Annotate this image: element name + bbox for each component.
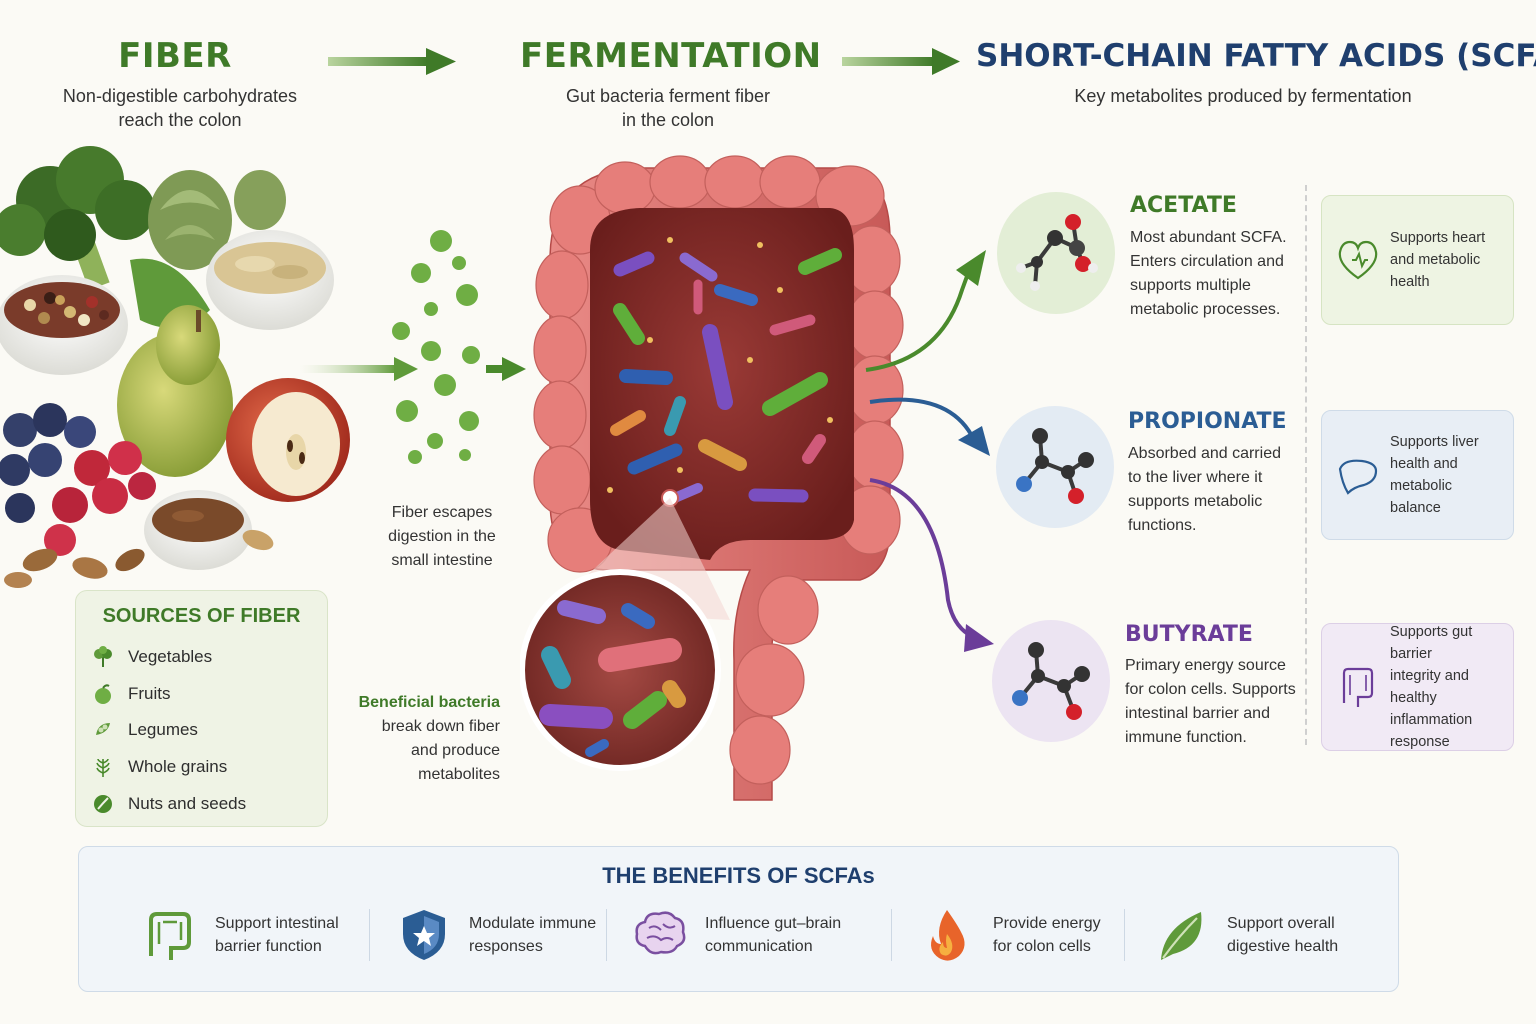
propionate-molecule [996,406,1114,528]
artichoke-icon [148,170,286,270]
fiber-escape-note: Fiber escapes digestion in the small int… [388,504,496,569]
source-item-nuts-and-seeds: Nuts and seeds [92,790,246,818]
arrow-fermentation-to-scfa [842,48,960,75]
blueberries-icon [0,403,96,523]
flame-icon [919,906,977,964]
butyrate-molecule [992,620,1110,742]
broccoli-icon [0,146,155,290]
benefit-label: Modulate immune responses [469,915,597,955]
bacteria-note: break down fiber and produce metabolites [381,718,500,783]
scfa-flow-arrows [865,250,994,652]
benefit-divider [369,909,370,961]
scfa-divider [1305,185,1307,745]
fiber-foods-illustration [0,146,350,588]
acetate-molecule [997,192,1115,314]
propionate-description: Absorbed and carried to the liver where … [1128,445,1281,534]
shield-icon [395,906,453,964]
benefit-energy: Provide energy for colon cells [919,903,1101,967]
apple-icon [92,683,114,705]
sources-title: SOURCES OF FIBER [102,605,301,627]
vegetable-icon [92,646,114,668]
acetate-description: Most abundant SCFA. Enters circulation a… [1130,229,1287,318]
benefit-barrier: Support intestinal barrier function [141,903,339,967]
scfa-title: SHORT-CHAIN FATTY ACIDS (SCFAs) [976,38,1536,74]
benefit-divider [1124,909,1125,961]
acetate-benefit-text: Supports heart and metabolic health [1390,230,1486,290]
fiber-particles-illustration [392,230,480,464]
source-item-legumes: Legumes [92,716,198,744]
arrow-fiber-to-fermentation [328,48,456,75]
arrow-foods-to-fiber [300,357,526,381]
legume-icon [92,719,114,741]
benefit-label: Provide energy for colon cells [993,915,1101,955]
source-item-fruits: Fruits [92,680,171,708]
benefit-label: Support intestinal barrier function [215,915,339,955]
seed-icon [92,793,114,815]
seed-bowl-icon [144,490,252,570]
brain-icon [631,906,689,964]
benefit-gut-brain: Influence gut–brain communication [631,903,841,967]
source-label: Vegetables [128,647,213,666]
benefits-panel: THE BENEFITS OF SCFAs Support intestinal… [78,846,1399,992]
fiber-subtitle: Non-digestible carbohydrates reach the c… [62,86,298,130]
heart-icon [1336,236,1380,284]
colon-illustration [520,155,904,801]
propionate-title: PROPIONATE [1128,409,1287,434]
nuts-icon [4,529,274,588]
benefit-immune: Modulate immune responses [395,903,596,967]
oats-bowl-icon [206,230,334,330]
source-label: Whole grains [128,757,228,776]
scfa-subtitle: Key metabolites produced by fermentation [1074,86,1412,106]
propionate-benefit-text: Supports liver health and metabolic bala… [1390,434,1479,516]
source-label: Legumes [128,720,198,739]
leaf-icon [1153,906,1211,964]
butyrate-description: Primary energy source for colon cells. S… [1125,657,1296,746]
raspberries-icon [44,441,156,556]
colon-icon [1336,663,1380,711]
benefit-digestive: Support overall digestive health [1153,903,1338,967]
sources-of-fiber-panel: SOURCES OF FIBER Vegetables Fruits Legum… [75,590,328,827]
source-item-vegetables: Vegetables [92,643,212,671]
benefit-label: Influence gut–brain communication [705,915,842,955]
benefit-label: Support overall digestive health [1227,915,1339,955]
butyrate-benefit-text: Supports gut barrier integrity and healt… [1390,624,1473,750]
bacteria-note-highlight: Beneficial bacteria [358,694,500,711]
source-item-whole-grains: Whole grains [92,753,227,781]
benefit-divider [891,909,892,961]
apple-icon [226,378,350,502]
benefits-title: THE BENEFITS OF SCFAs [602,863,875,888]
intestine-icon [141,906,199,964]
wheat-icon [92,756,114,778]
benefit-divider [606,909,607,961]
fermentation-title: FERMENTATION [520,36,822,76]
butyrate-benefit-card: Supports gut barrier integrity and healt… [1321,623,1514,751]
fermentation-subtitle: Gut bacteria ferment fiber in the colon [565,86,771,130]
acetate-title: ACETATE [1130,193,1237,218]
source-label: Nuts and seeds [128,794,247,813]
legume-bowl-icon [0,275,128,375]
butyrate-title: BUTYRATE [1125,622,1253,647]
acetate-benefit-card: Supports heart and metabolic health [1321,195,1514,325]
liver-icon [1336,451,1380,499]
fiber-title: FIBER [118,36,232,76]
propionate-benefit-card: Supports liver health and metabolic bala… [1321,410,1514,540]
pear-icon [117,305,233,477]
source-label: Fruits [128,684,171,703]
